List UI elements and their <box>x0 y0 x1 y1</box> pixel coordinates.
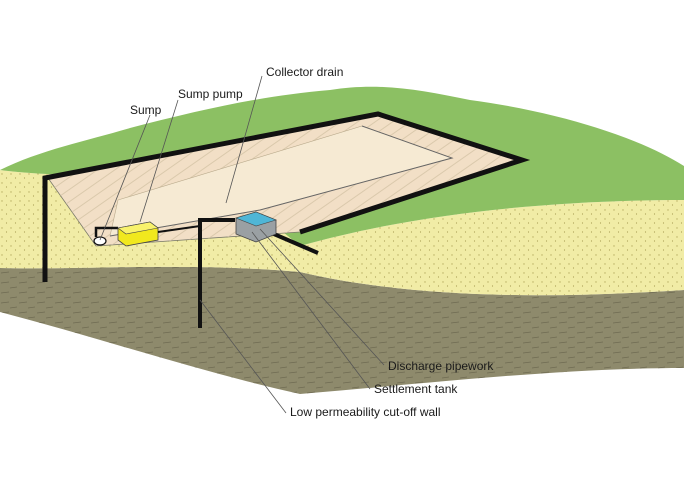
discharge-pipework-label: Discharge pipework <box>388 359 494 373</box>
sump-label: Sump <box>130 103 162 117</box>
settlement-tank <box>235 211 277 243</box>
diagram-labels: Collector drain Sump pump Sump Discharge… <box>130 65 494 419</box>
leader-lines <box>99 75 385 414</box>
sump-pump <box>117 221 201 247</box>
collector-drain-label: Collector drain <box>266 65 343 79</box>
sump-pump-label: Sump pump <box>178 87 243 101</box>
sump <box>93 226 118 246</box>
cut-off-wall <box>42 111 531 282</box>
settlement-tank-label: Settlement tank <box>374 382 458 396</box>
clay-stratum <box>0 248 684 394</box>
cut-off-wall-label: Low permeability cut-off wall <box>290 405 441 419</box>
collector-drain-line <box>109 125 454 237</box>
